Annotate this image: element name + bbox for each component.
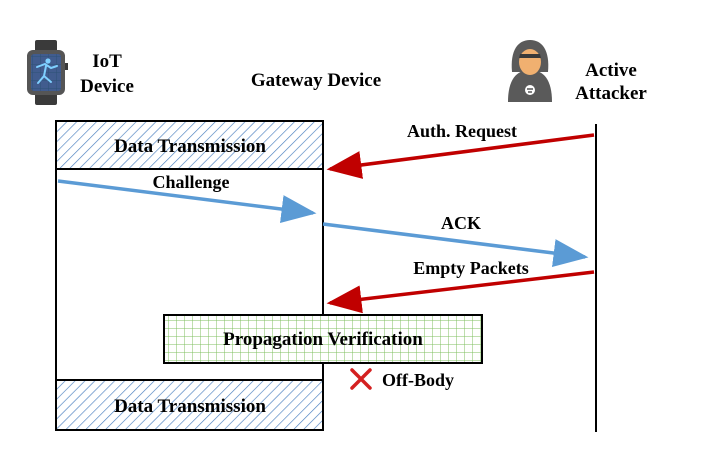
propagation-verification-label: Propagation Verification (223, 329, 423, 350)
ack-label: ACK (441, 213, 481, 233)
propagation-verification-block (163, 314, 483, 364)
gateway-device-label: Gateway Device (251, 70, 381, 91)
auth-request-label: Auth. Request (407, 121, 517, 141)
iot-device-label-line1: IoT (92, 51, 122, 72)
data-transmission-bottom-label: Data Transmission (114, 396, 266, 417)
challenge-label: Challenge (152, 172, 229, 192)
hacker-icon (508, 40, 552, 102)
attacker-label-line2: Attacker (575, 83, 647, 104)
challenge-arrow (57, 179, 317, 223)
empty-packets-arrow (326, 270, 595, 314)
attacker-label-line1: Active (585, 60, 637, 81)
empty-packets-label: Empty Packets (413, 258, 529, 278)
cross-icon (350, 368, 372, 390)
data-transmission-top-block (55, 120, 324, 170)
auth-request-arrow (326, 133, 595, 179)
iot-device-label-line2: Device (80, 76, 134, 97)
data-transmission-top-label: Data Transmission (114, 136, 266, 157)
off-body-label: Off-Body (382, 370, 454, 390)
data-transmission-bottom-block (55, 379, 324, 431)
smartwatch-icon (27, 40, 68, 105)
ack-arrow (322, 222, 589, 267)
